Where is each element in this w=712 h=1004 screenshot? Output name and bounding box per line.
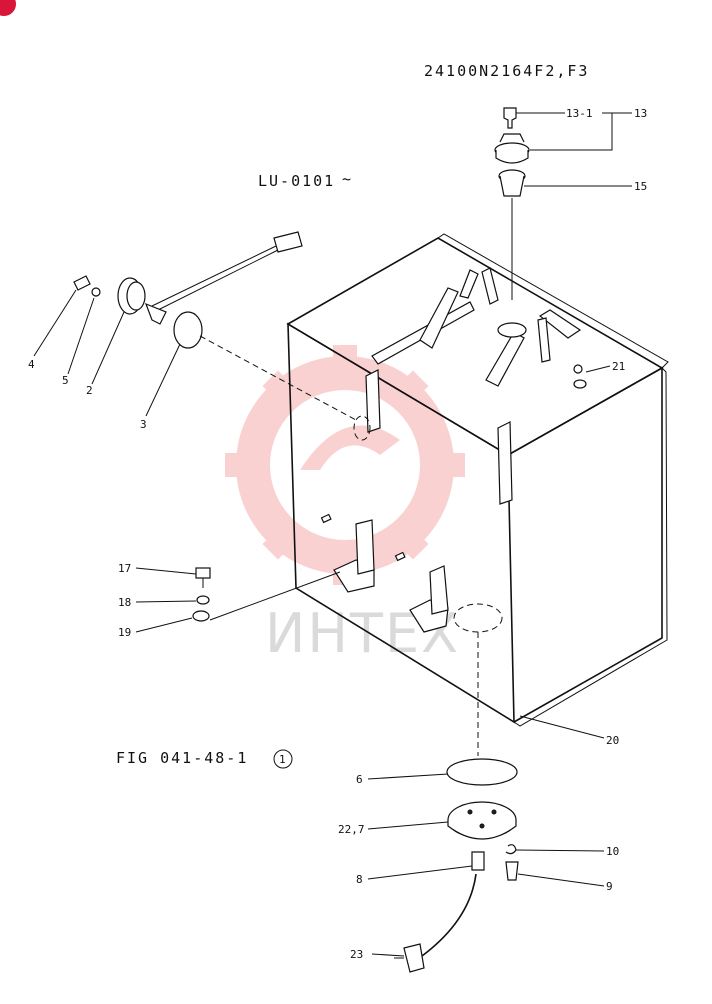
part-number: 24100N2164F2,F3 xyxy=(424,62,589,80)
watermark-logo xyxy=(225,345,465,585)
callout-13: 13 xyxy=(634,107,647,120)
figure-number: FIG 041-48-1 xyxy=(116,749,248,767)
callout-22-7: 22,7 xyxy=(338,823,365,836)
callout-9: 9 xyxy=(606,880,613,893)
level-gauge-assembly xyxy=(73,231,357,421)
bolt-set-17-19 xyxy=(192,567,211,622)
callout-3: 3 xyxy=(140,418,147,431)
serial-suffix: ~ xyxy=(342,170,353,188)
callout-23: 23 xyxy=(350,948,363,961)
callout-13-1: 13-1 xyxy=(566,107,593,120)
serial-number: LU-0101 xyxy=(258,172,335,190)
figure-mark: 1 xyxy=(279,753,286,766)
fuel-tank xyxy=(286,233,669,727)
callout-19: 19 xyxy=(118,626,131,639)
corner-badge xyxy=(0,0,16,16)
drain-assembly xyxy=(394,632,519,973)
callout-8: 8 xyxy=(356,873,363,886)
filler-cap-assembly xyxy=(494,107,530,300)
callout-2: 2 xyxy=(86,384,93,397)
callout-15: 15 xyxy=(634,180,647,193)
callout-6: 6 xyxy=(356,773,363,786)
callout-21: 21 xyxy=(612,360,625,373)
callout-5: 5 xyxy=(62,374,69,387)
figure-mark-circle xyxy=(273,749,293,769)
callout-4: 4 xyxy=(28,358,35,371)
callout-17: 17 xyxy=(118,562,131,575)
callout-18: 18 xyxy=(118,596,131,609)
callout-10: 10 xyxy=(606,845,619,858)
nut-21-parts xyxy=(573,364,587,389)
leader-lines xyxy=(33,112,632,957)
callout-20: 20 xyxy=(606,734,619,747)
